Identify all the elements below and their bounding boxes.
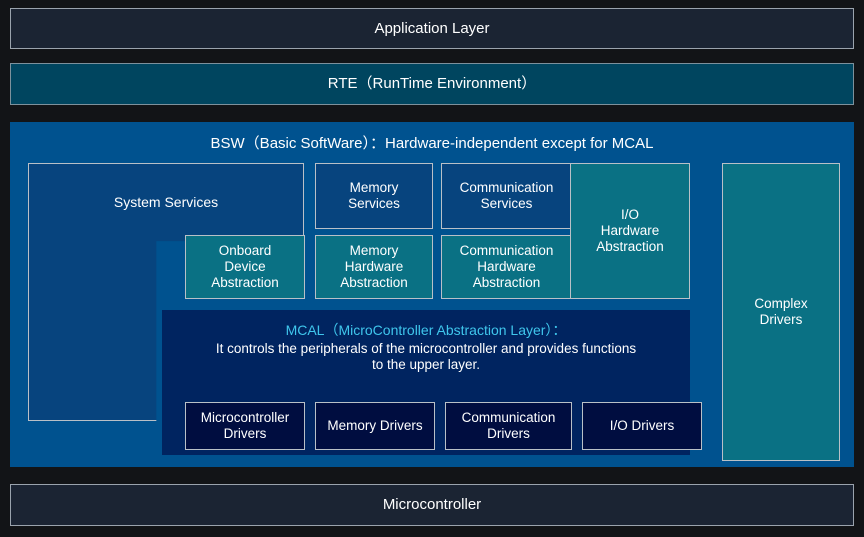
communication-hardware-abstraction-block: Communication Hardware Abstraction [441, 235, 572, 299]
io-hardware-abstraction-block: I/O Hardware Abstraction [570, 163, 690, 299]
microcontroller-block: Microcontroller [10, 484, 854, 526]
memory-services-block: Memory Services [315, 163, 433, 229]
memory-hardware-abstraction-block: Memory Hardware Abstraction [315, 235, 433, 299]
mcal-description: It controls the peripherals of the micro… [215, 341, 637, 373]
bsw-title: BSW（Basic SoftWare）：Hardware-independent… [210, 135, 654, 152]
communication-drivers-block: Communication Drivers [445, 402, 572, 450]
rte-block: RTE（RunTime Environment） [10, 63, 854, 105]
bsw-container: BSW（Basic SoftWare）：Hardware-independent… [10, 122, 854, 467]
system-services-label: System Services [113, 194, 219, 210]
microcontroller-drivers-block: Microcontroller Drivers [185, 402, 305, 450]
mcal-panel: MCAL（MicroController Abstraction Layer）：… [162, 310, 702, 455]
communication-services-block: Communication Services [441, 163, 572, 229]
io-drivers-block: I/O Drivers [582, 402, 702, 450]
mcal-title: MCAL（MicroController Abstraction Layer）： [285, 322, 567, 338]
complex-drivers-block: Complex Drivers [722, 163, 840, 461]
application-layer-block: Application Layer [10, 8, 854, 49]
onboard-device-abstraction-block: Onboard Device Abstraction [185, 235, 305, 299]
memory-drivers-block: Memory Drivers [315, 402, 435, 450]
